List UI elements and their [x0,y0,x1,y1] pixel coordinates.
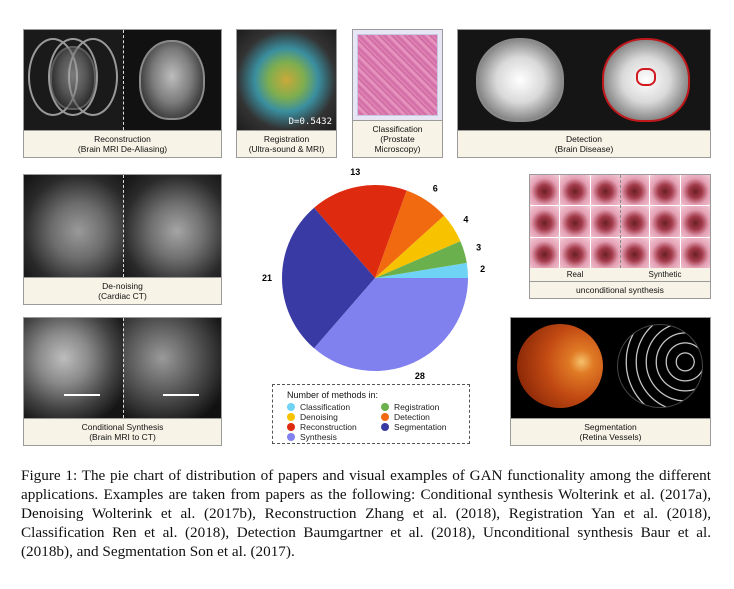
pie-slice-registration [375,241,467,278]
pie-value-label-segmentation: 21 [262,273,272,283]
legend-item-registration: Registration [381,402,439,412]
legend-label: Classification [300,402,351,412]
legend-item-detection: Detection [381,412,430,422]
conditional-image [24,318,221,418]
unconditional-sublabels: Real Synthetic [530,268,710,281]
legend-swatch-icon [287,423,295,431]
pie-slice-segmentation [281,207,375,349]
legend-label: Detection [394,412,430,422]
segmentation-panel: Segmentation (Retina Vessels) [510,317,711,446]
segmentation-caption: Segmentation (Retina Vessels) [511,418,710,445]
synthetic-label: Synthetic [648,270,682,279]
segmentation-image [511,318,710,418]
pie-value-label-denoising: 4 [463,215,468,225]
pie-value-label-registration: 3 [476,243,481,253]
pie-slice-denoising [375,215,461,278]
legend-item-reconstruction: Reconstruction [287,422,357,432]
classification-panel: Classification (Prostate Microscopy) [352,29,443,158]
legend-swatch-icon [381,413,389,421]
conditional-caption: Conditional Synthesis (Brain MRI to CT) [24,418,221,445]
legend-swatch-icon [381,423,389,431]
classification-image [353,30,442,120]
unconditional-panel: Real Synthetic unconditional synthesis [529,174,711,299]
pie-slice-detection [375,190,445,278]
figure-caption: Figure 1: The pie chart of distribution … [21,467,711,560]
pie-value-label-classification: 2 [480,264,485,274]
legend-title: Number of methods in: [287,390,379,400]
pie-value-label-synthesis: 28 [415,371,425,381]
legend-swatch-icon [381,403,389,411]
denoising-caption: De-noising (Cardiac CT) [24,277,221,304]
legend-label: Segmentation [394,422,447,432]
legend-label: Reconstruction [300,422,357,432]
registration-panel: D=0.5432 Registration (Ultra-sound & MRI… [236,29,337,158]
legend-item-synthesis: Synthesis [287,432,337,442]
reconstruction-image [24,30,221,130]
reconstruction-panel: Reconstruction (Brain MRI De-Aliasing) [23,29,222,158]
detection-panel: Detection (Brain Disease) [457,29,711,158]
denoising-panel: De-noising (Cardiac CT) [23,174,222,305]
pie-value-label-reconstruction: 13 [350,167,360,177]
real-label: Real [566,270,584,279]
registration-caption: Registration (Ultra-sound & MRI) [237,130,336,157]
detection-caption: Detection (Brain Disease) [458,130,710,157]
conditional-panel: Conditional Synthesis (Brain MRI to CT) [23,317,222,446]
unconditional-caption: unconditional synthesis [530,281,710,298]
legend-swatch-icon [287,433,295,441]
pie-legend: Number of methods in: Classification Regi… [272,384,470,444]
legend-swatch-icon [287,413,295,421]
legend-label: Registration [394,402,440,412]
reconstruction-caption: Reconstruction (Brain MRI De-Aliasing) [24,130,221,157]
dice-score-label: D=0.5432 [288,117,332,127]
detection-image [458,30,710,130]
pie-slice-reconstruction [314,185,407,278]
legend-item-denoising: Denoising [287,412,338,422]
classification-caption: Classification (Prostate Microscopy) [353,120,442,157]
unconditional-image [530,175,710,268]
legend-item-segmentation: Segmentation [381,422,446,432]
registration-image: D=0.5432 [237,30,336,130]
legend-item-classification: Classification [287,402,350,412]
pie-slice-classification [375,262,468,278]
legend-swatch-icon [287,403,295,411]
pie-slice-synthesis [314,278,468,371]
denoising-image [24,175,221,277]
pie-value-label-detection: 6 [433,183,438,193]
legend-label: Synthesis [300,432,337,442]
legend-label: Denoising [300,412,338,422]
